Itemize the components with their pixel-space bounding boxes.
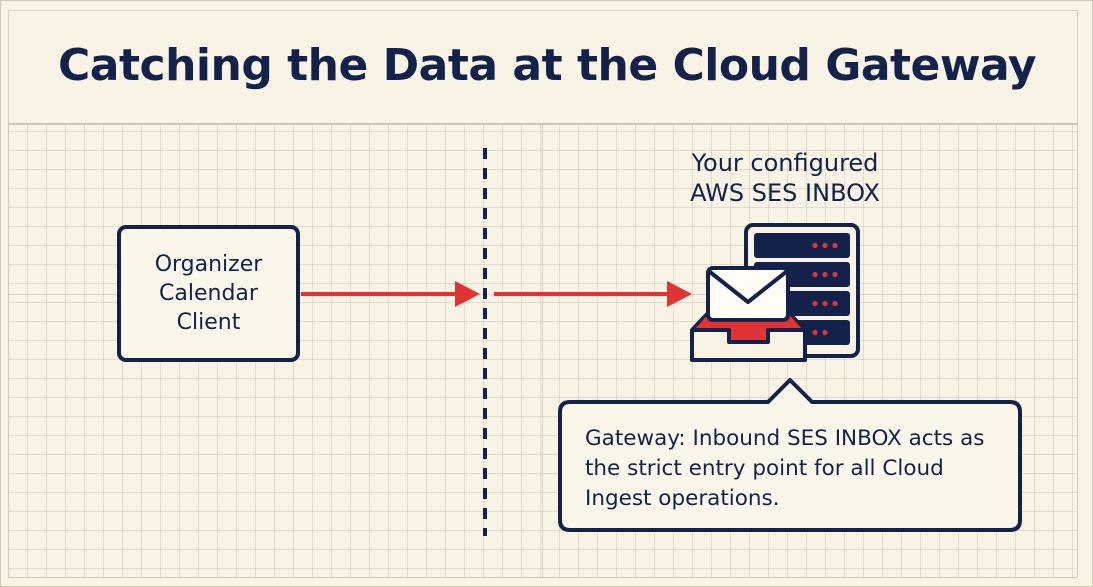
page-title: Catching the Data at the Cloud Gateway <box>58 40 1037 91</box>
client-label: Organizer Calendar Client <box>154 252 263 335</box>
title-band <box>8 10 1078 124</box>
gateway-callout-text: Gateway: Inbound SES INBOX acts as the s… <box>585 426 985 511</box>
ses-inbox-label: Your configured AWS SES INBOX <box>690 149 880 207</box>
grid-major-line <box>542 124 543 578</box>
boundary-divider <box>483 148 487 536</box>
organizer-calendar-client-node: Organizer Calendar Client <box>117 225 300 362</box>
